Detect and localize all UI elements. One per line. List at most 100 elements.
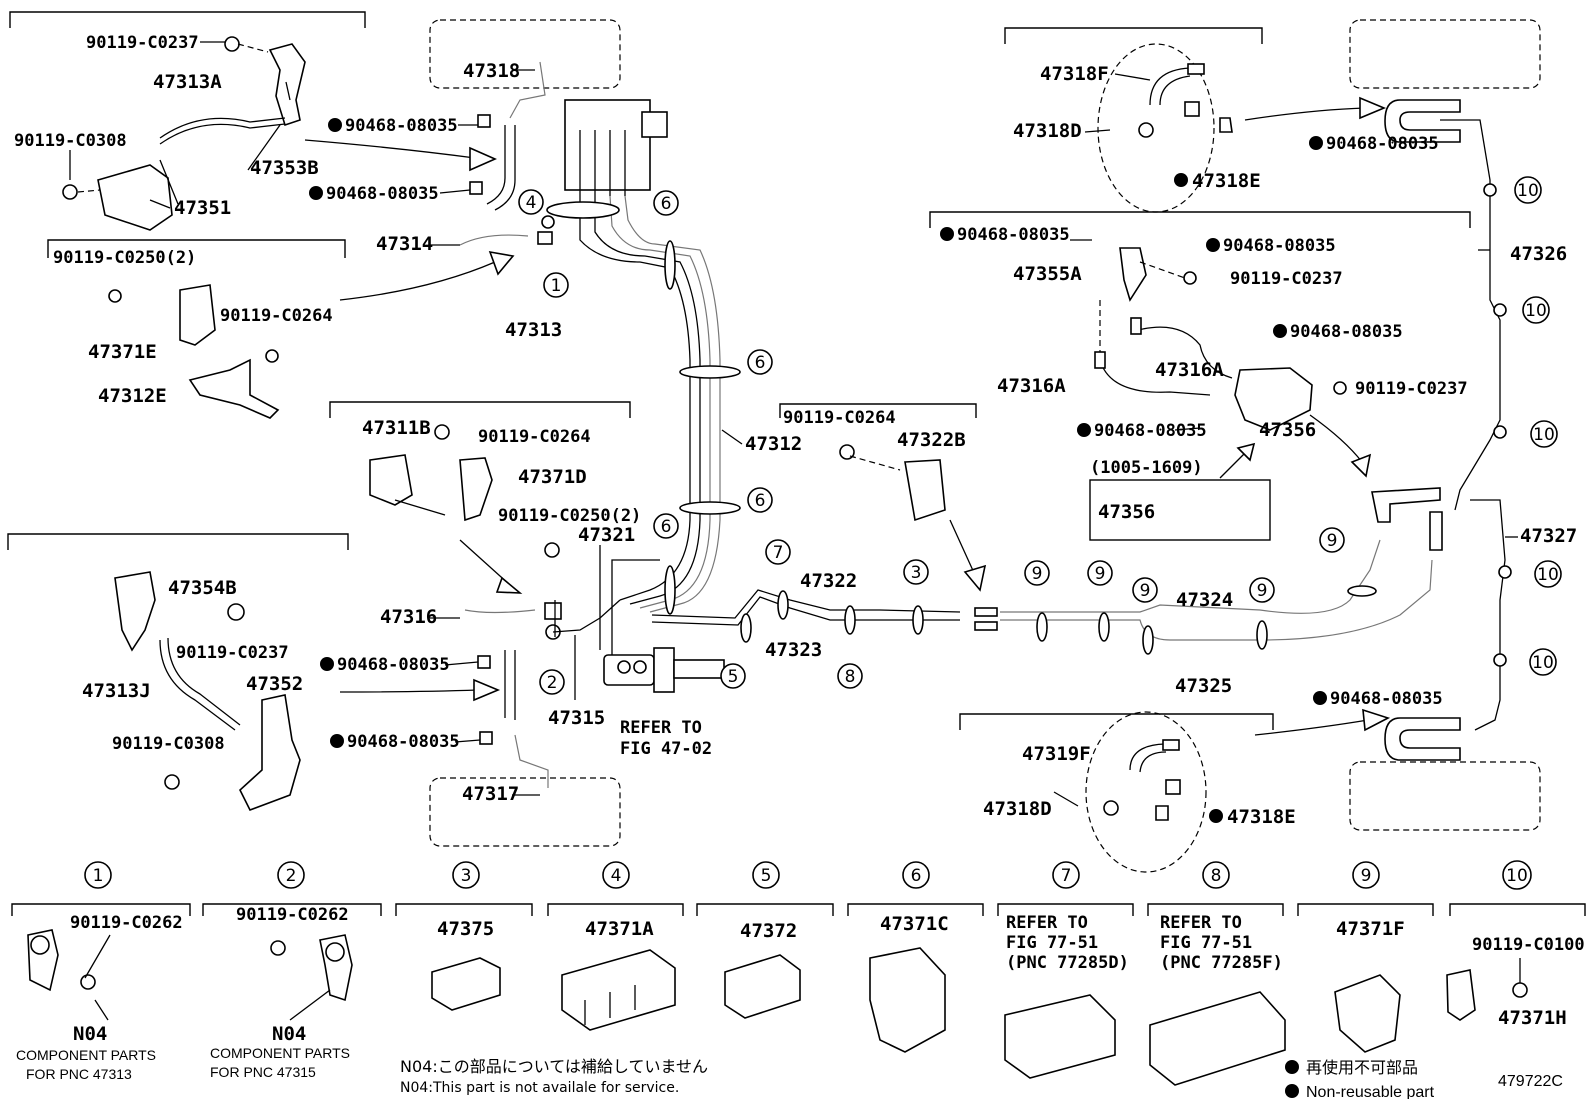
callout-1: 1 [543,272,569,298]
part-47354B-group [114,571,301,812]
svg-text:4: 4 [611,866,622,886]
label-90119-C0237: 90119-C0237 [86,33,199,53]
label-90468-08035: 90468-08035 [1223,236,1336,256]
figure-id: 479722C [1498,1073,1563,1090]
legend-code-90119-C0262: 90119-C0262 [236,905,349,925]
master-cylinder [603,559,725,693]
label-90119-C0264: 90119-C0264 [783,408,896,428]
legend-fig-77-51: FIG 77-51 [1160,933,1252,953]
svg-text:5: 5 [728,667,739,687]
legend-callout-2: 2 [277,861,305,889]
label-47324: 47324 [1176,589,1233,611]
label-47318: 47318 [463,60,520,82]
svg-text:6: 6 [755,353,766,373]
label-90119-C0237: 90119-C0237 [176,643,289,663]
label-90468-08035: 90468-08035 [957,225,1070,245]
svg-text:9: 9 [1095,564,1106,584]
svg-text:5: 5 [761,866,772,886]
non-reusable-dot [1174,173,1188,187]
legend-callout-6: 6 [902,861,930,889]
legend-pnc-77285F: (PNC 77285F) [1160,953,1283,973]
callout-9: 9 [1319,527,1345,553]
svg-text:6: 6 [661,517,672,537]
svg-text:9: 9 [1032,564,1043,584]
legend-caption: FOR PNC 47315 [210,1064,316,1080]
label-47318D: 47318D [983,798,1052,820]
legend-callout-7: 7 [1052,861,1080,889]
label-47323: 47323 [765,639,822,661]
non-reusable-dot [1206,238,1220,252]
legend-callout-5: 5 [752,861,780,889]
legend-callout-1: 1 [84,861,112,889]
footer-notes: N04:この部品については補給していません N04:This part is n… [400,1057,1563,1099]
label-47321: 47321 [578,524,635,546]
leader-lines [69,41,1518,807]
callout-9: 9 [1249,577,1275,603]
callout-9: 9 [1132,577,1158,603]
legend-90119-C0100: 90119-C0100 [1472,935,1585,955]
clamp-markers [546,183,1512,667]
callout-9: 9 [1024,560,1050,586]
callout-6: 6 [747,487,773,513]
legend-caption: COMPONENT PARTS [210,1045,350,1061]
label-90468-08035: 90468-08035 [1290,322,1403,342]
legend-callout-9: 9 [1352,861,1380,889]
legend-47371F: 47371F [1336,918,1405,940]
label-47313J: 47313J [82,680,151,702]
legend-47371A: 47371A [585,918,654,940]
callout-3: 3 [903,559,929,585]
label-range-1005-1609: (1005-1609) [1090,458,1203,478]
part-47322B-group [839,444,946,522]
non-reusable-dot [330,734,344,748]
label-90468-08035: 90468-08035 [1326,134,1439,154]
group-brackets [7,11,1471,730]
label-90119-C0308: 90119-C0308 [14,131,127,151]
rear-brake-line [651,539,1433,641]
legend-fig-77-51: FIG 77-51 [1006,933,1098,953]
svg-text:1: 1 [93,866,104,886]
callout-4: 4 [518,189,544,215]
callout-10: 10 [1529,648,1557,676]
callout-10: 10 [1522,296,1550,324]
svg-text:9: 9 [1327,531,1338,551]
part-47316A-group [1094,247,1347,431]
legend-caption: COMPONENT PARTS [16,1047,156,1063]
right-brake-tubes [1371,99,1506,761]
label-47325: 47325 [1175,675,1232,697]
label-47326: 47326 [1510,243,1567,265]
svg-text:6: 6 [755,491,766,511]
label-47355A: 47355A [1013,263,1082,285]
part-47319F-group [1103,739,1181,821]
label-47312: 47312 [745,433,802,455]
legend-47375: 47375 [437,918,494,940]
label-90119-C0264: 90119-C0264 [478,427,591,447]
part-47313A-group [62,36,306,231]
svg-text:9: 9 [1361,866,1372,886]
svg-text:4: 4 [526,193,537,213]
note-n04-en: N04:This part is not availale for servic… [400,1080,679,1096]
svg-text:9: 9 [1257,581,1268,601]
svg-text:3: 3 [461,866,472,886]
callout-9: 9 [1087,560,1113,586]
non-reusable-dot [940,227,954,241]
label-47327: 47327 [1520,525,1577,547]
circled-callouts: 4 1 6 6 6 6 2 5 7 8 3 9 9 9 9 9 10 10 10… [518,176,1562,695]
svg-text:2: 2 [547,673,558,693]
legend-callout-4: 4 [602,861,630,889]
svg-text:10: 10 [1533,425,1555,445]
label-90468-08035: 90468-08035 [1094,421,1207,441]
legend-callout-10: 10 [1502,860,1532,890]
legend-47372: 47372 [740,920,797,942]
legend-refer-to: REFER TO [1006,913,1088,933]
note-n04-jp: N04:この部品については補給していません [400,1057,708,1076]
label-47352: 47352 [246,673,303,695]
label-47356: 47356 [1259,419,1316,441]
svg-text:9: 9 [1140,581,1151,601]
label-47316: 47316 [380,606,437,628]
legend-dot [1285,1060,1299,1074]
non-reusable-dot [1273,324,1287,338]
label-47318E: 47318E [1192,170,1261,192]
callout-6: 6 [747,349,773,375]
label-47316A: 47316A [997,375,1066,397]
legend-47371H: 47371H [1498,1007,1567,1029]
